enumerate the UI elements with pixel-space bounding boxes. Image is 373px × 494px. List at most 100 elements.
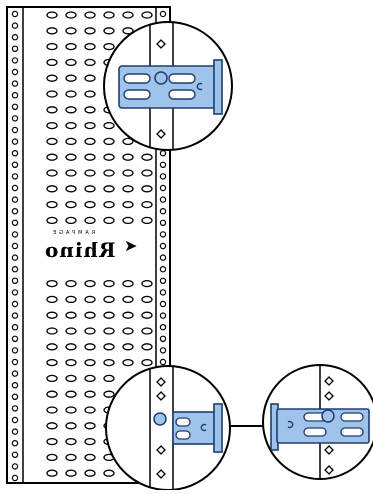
edge-hole: [159, 231, 167, 238]
edge-hole: [11, 115, 19, 122]
perforation-hole: [65, 216, 77, 225]
perforation-hole: [46, 74, 58, 82]
perforation-hole: [46, 311, 58, 319]
perforation-hole: [141, 216, 153, 225]
perforation-hole: [65, 185, 77, 193]
perforation-hole: [46, 121, 58, 130]
edge-hole: [11, 34, 19, 41]
perforation-hole: [46, 437, 58, 446]
edge-hole: [11, 103, 19, 111]
perforation-hole: [84, 295, 96, 304]
perforation-hole: [65, 121, 77, 130]
perforation-hole: [46, 390, 58, 398]
perforation-hole: [65, 90, 77, 98]
edge-hole: [159, 289, 167, 296]
perforation-hole: [46, 422, 58, 430]
perforation-hole: [84, 422, 96, 430]
perforation-hole: [103, 374, 115, 383]
perforation-hole: [84, 311, 96, 319]
perforation-hole: [122, 295, 134, 304]
perforation-hole: [65, 358, 77, 367]
perforation-hole: [122, 279, 134, 288]
perforation-hole: [84, 216, 96, 225]
perforation-hole: [84, 137, 96, 146]
top-bracket: [118, 59, 223, 115]
perforation-hole: [103, 42, 115, 51]
perforation-hole: [122, 343, 134, 351]
perforation-hole: [65, 42, 77, 51]
logo-wordmark: Rhino: [44, 238, 116, 262]
perforation-hole: [65, 279, 77, 288]
perforation-hole: [84, 327, 96, 335]
perforation-hole: [103, 295, 115, 304]
perforation-hole: [65, 137, 77, 146]
perforation-hole: [103, 169, 115, 177]
perforation-hole: [103, 358, 115, 367]
edge-hole: [11, 428, 19, 435]
perforation-hole: [65, 374, 77, 383]
edge-hole: [11, 405, 19, 412]
perforation-hole: [46, 216, 58, 225]
edge-hole: [11, 231, 19, 238]
perforation-hole: [84, 90, 96, 98]
edge-hole: [159, 184, 167, 192]
perforation-hole: [141, 153, 153, 161]
edge-hole: [159, 266, 167, 273]
edge-hole: [11, 474, 19, 482]
perforation-hole: [122, 27, 134, 35]
perforation-hole: [122, 311, 134, 319]
perforation-hole: [84, 58, 96, 67]
edge-hole: [11, 219, 19, 226]
edge-hole: [11, 416, 19, 424]
perforation-hole: [65, 27, 77, 35]
edge-hole: [11, 126, 19, 134]
perforation-hole: [65, 453, 77, 462]
edge-hole: [11, 254, 19, 261]
perforation-hole: [103, 27, 115, 35]
edge-hole: [11, 10, 19, 18]
perforation-hole: [46, 279, 58, 288]
edge-hole: [11, 80, 19, 87]
edge-hole: [159, 10, 167, 18]
edge-hole: [11, 370, 19, 377]
perforation-hole: [84, 11, 96, 19]
perforation-hole: [84, 453, 96, 462]
edge-hole: [11, 289, 19, 296]
perforation-hole: [103, 469, 115, 477]
perforation-hole: [84, 406, 96, 414]
edge-hole: [159, 173, 167, 180]
perforation-hole: [65, 469, 77, 477]
perforation-hole: [46, 358, 58, 367]
perforation-hole: [122, 137, 134, 146]
edge-hole: [159, 324, 167, 331]
top-bracket-detail: [103, 21, 233, 151]
perforation-hole: [122, 169, 134, 177]
edge-hole: [159, 149, 167, 157]
edge-hole: [11, 440, 19, 447]
perforation-hole: [84, 437, 96, 446]
perforation-hole: [46, 343, 58, 351]
perforation-hole: [122, 358, 134, 367]
edge-hole: [11, 335, 19, 342]
perforation-hole: [103, 343, 115, 351]
perforation-hole: [84, 185, 96, 193]
perforation-hole: [84, 390, 96, 398]
perforation-hole: [46, 106, 58, 114]
perforation-hole: [84, 469, 96, 477]
perforation-hole: [122, 11, 134, 19]
edge-hole: [11, 149, 19, 157]
edge-hole: [159, 358, 167, 366]
edge-hole: [11, 266, 19, 273]
perforation-hole: [84, 279, 96, 288]
edge-hole: [159, 161, 167, 168]
perforation-hole: [103, 153, 115, 161]
perforation-hole: [46, 295, 58, 304]
edge-hole: [159, 196, 167, 203]
perforation-hole: [46, 90, 58, 98]
perforation-hole: [65, 200, 77, 209]
perforation-hole: [122, 153, 134, 161]
edge-hole: [11, 324, 19, 331]
perforation-hole: [103, 279, 115, 288]
edge-hole: [159, 335, 167, 342]
